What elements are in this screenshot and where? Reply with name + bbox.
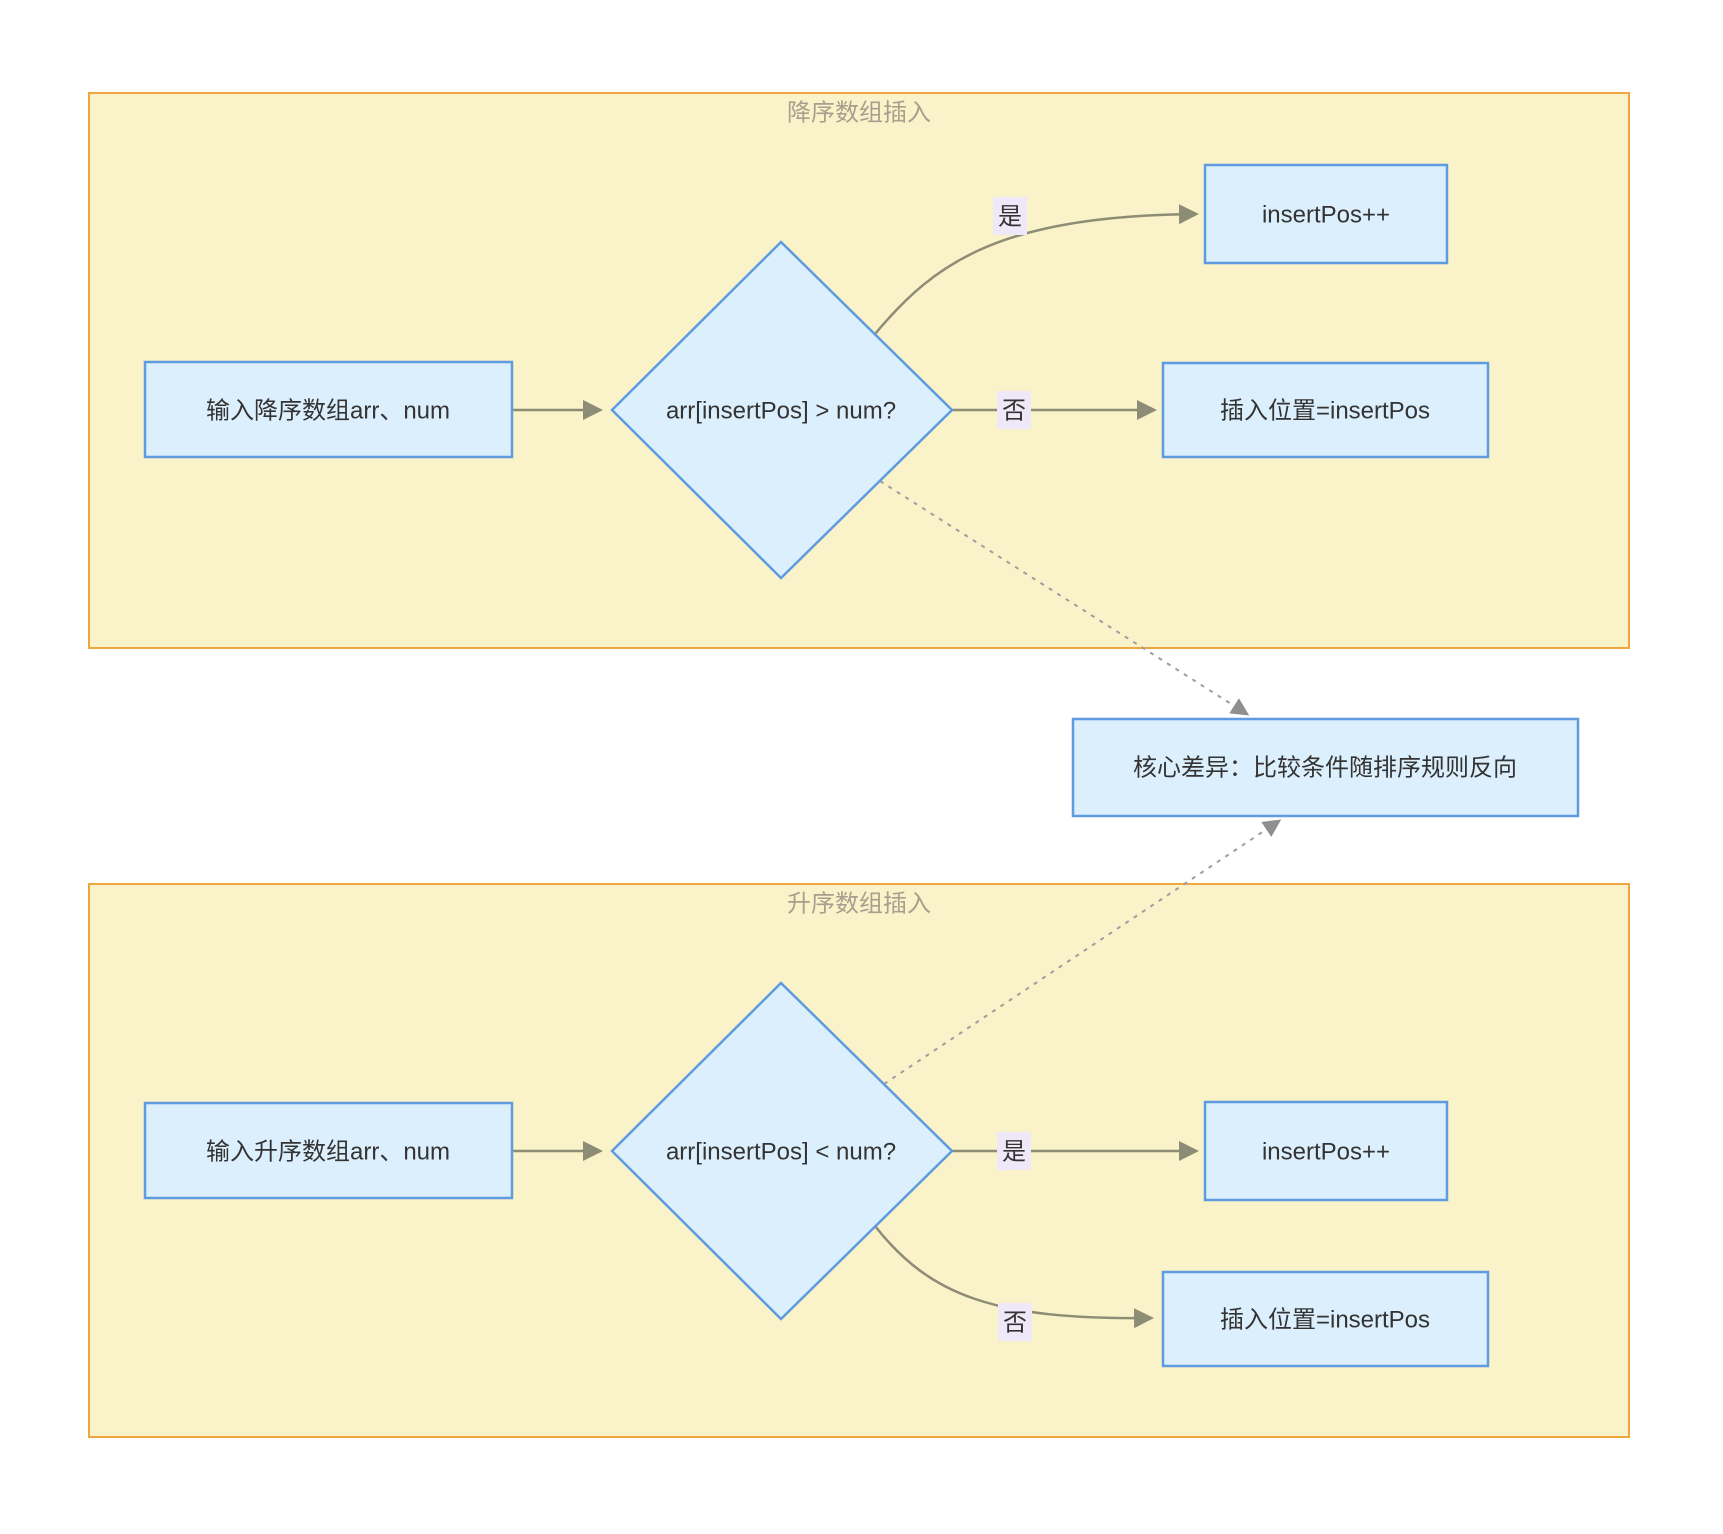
edge-label-desc-yes-text: 是 xyxy=(998,204,1022,231)
edge-desc-decision-to-note-dashed xyxy=(879,480,1250,716)
node-asc-increment: insertPos++ xyxy=(1203,1100,1449,1202)
node-asc-increment-box xyxy=(1203,1100,1449,1202)
edge-label-desc-yes: 是 xyxy=(993,197,1027,235)
node-asc-decision-diamond xyxy=(610,981,954,1321)
node-desc-increment-box xyxy=(1203,163,1449,265)
node-asc-input-box xyxy=(143,1101,514,1200)
node-desc-input-label: 输入降序数组arr、num xyxy=(206,398,450,425)
node-asc-input-label: 输入升序数组arr、num xyxy=(206,1139,450,1166)
node-asc-input: 输入升序数组arr、num xyxy=(143,1101,514,1200)
edge-label-asc-no: 否 xyxy=(998,1303,1032,1341)
node-asc-result-label: 插入位置=insertPos xyxy=(1220,1307,1430,1334)
node-desc-decision-diamond xyxy=(610,240,954,580)
edge-desc-decision-yes xyxy=(874,204,1199,335)
node-asc-decision: arr[insertPos] < num? xyxy=(610,981,954,1321)
node-asc-result-box xyxy=(1161,1270,1490,1368)
subgraph-descending-title: 降序数组插入 xyxy=(787,100,931,127)
edge-label-asc-yes-bg xyxy=(997,1132,1031,1170)
node-desc-decision: arr[insertPos] > num? xyxy=(610,240,954,580)
edge-label-asc-yes-text: 是 xyxy=(1002,1139,1026,1166)
node-core-difference-label: 核心差异：比较条件随排序规则反向 xyxy=(1133,755,1517,782)
edge-asc-decision-no xyxy=(874,1225,1154,1329)
node-asc-result: 插入位置=insertPos xyxy=(1161,1270,1490,1368)
node-asc-decision-label: arr[insertPos] < num? xyxy=(666,1139,896,1166)
node-desc-result: 插入位置=insertPos xyxy=(1161,361,1490,459)
edge-label-desc-no-text: 否 xyxy=(1002,398,1026,425)
node-core-difference-box xyxy=(1071,717,1580,818)
edge-label-desc-no-bg xyxy=(997,391,1031,429)
edge-label-asc-yes: 是 xyxy=(997,1132,1031,1170)
node-core-difference-note: 核心差异：比较条件随排序规则反向 xyxy=(1071,717,1580,818)
node-desc-decision-label: arr[insertPos] > num? xyxy=(666,398,896,425)
node-asc-increment-label: insertPos++ xyxy=(1262,1139,1390,1166)
edge-label-asc-no-text: 否 xyxy=(1003,1310,1027,1337)
node-desc-increment-label: insertPos++ xyxy=(1262,202,1390,229)
subgraph-ascending-title: 升序数组插入 xyxy=(787,891,931,918)
node-desc-increment: insertPos++ xyxy=(1203,163,1449,265)
edge-label-desc-no: 否 xyxy=(997,391,1031,429)
node-desc-result-box xyxy=(1161,361,1490,459)
edge-label-asc-no-bg xyxy=(998,1303,1032,1341)
edge-label-desc-yes-bg xyxy=(993,197,1027,235)
node-desc-result-label: 插入位置=insertPos xyxy=(1220,398,1430,425)
node-desc-input-box xyxy=(143,360,514,459)
node-desc-input: 输入降序数组arr、num xyxy=(143,360,514,459)
